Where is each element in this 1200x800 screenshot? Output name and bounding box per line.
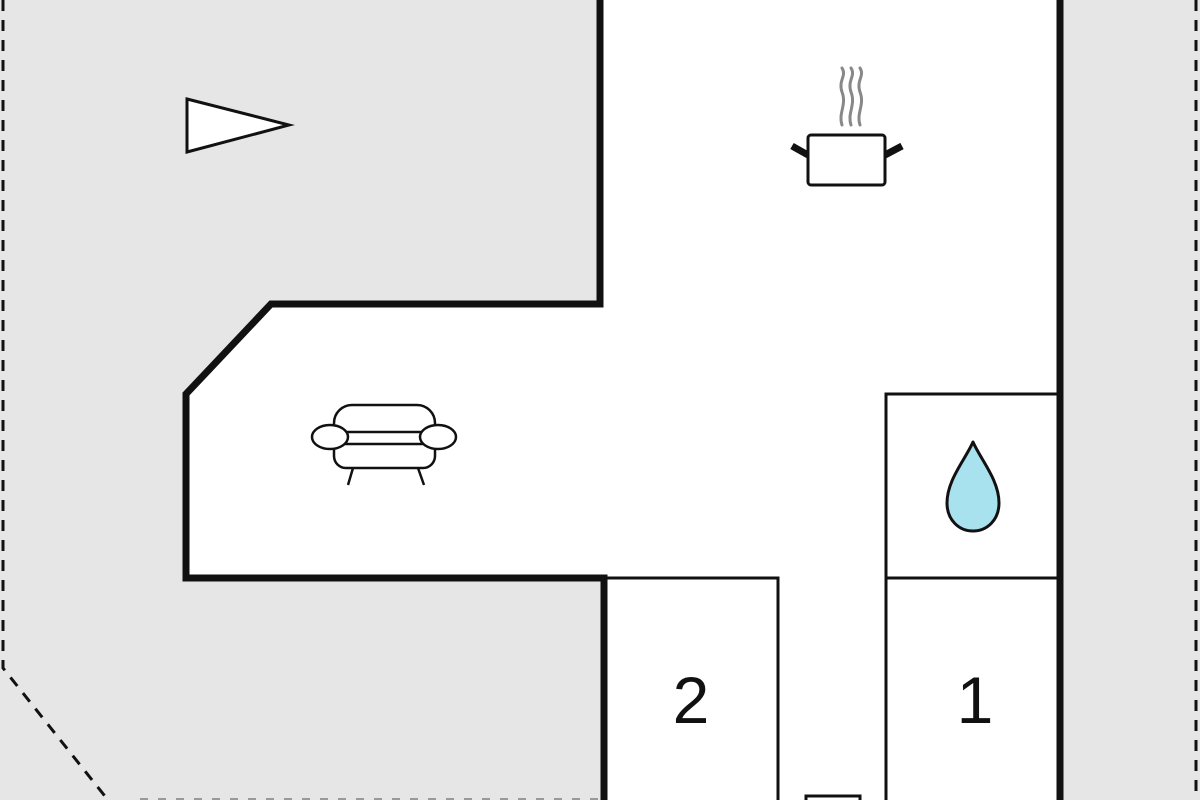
sofa-icon: [310, 403, 458, 486]
water-drop-icon: [945, 440, 1001, 533]
plot-boundary-dashed: [1, 0, 110, 800]
room-label-2: 2: [673, 663, 710, 737]
hallway-fixture: [804, 794, 862, 800]
house-interior: [186, 0, 1060, 800]
wall-bedroom-2: [604, 576, 780, 800]
triangle-pointer-icon: [185, 97, 295, 154]
room-label-1: 1: [957, 663, 994, 737]
cooking-pot-icon: [790, 66, 904, 187]
wall-bathroom: [884, 392, 1060, 800]
